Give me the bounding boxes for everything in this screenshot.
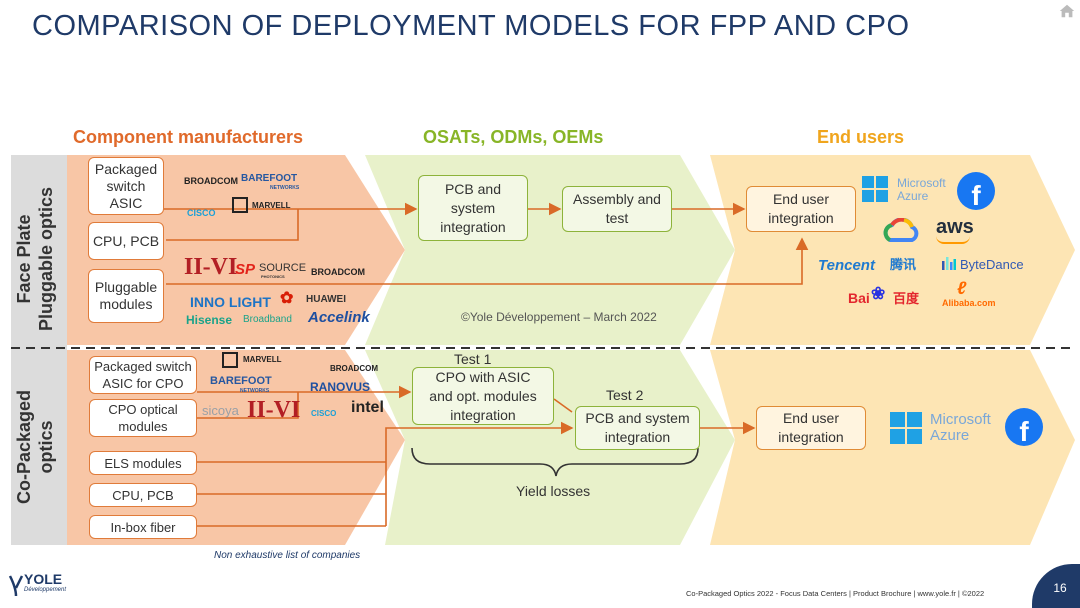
logo-hisense: Hisense <box>186 313 233 327</box>
logo-marvell-icon <box>232 197 248 213</box>
facebook-icon: f <box>957 172 995 210</box>
logo-accelink: Accelink <box>308 309 370 326</box>
cpo-box-cpo-asic-integration: CPO with ASIC and opt. modules integrati… <box>412 367 554 425</box>
logo-barefoot-networks-2: NETWORKS <box>240 388 270 394</box>
logo-barefoot-2: BAREFOOT <box>210 375 272 387</box>
logo-sp: SP <box>235 261 256 278</box>
home-icon[interactable] <box>1058 2 1076 20</box>
row-label-cpo-line2: optics <box>36 420 56 474</box>
column-header-component: Component manufacturers <box>73 127 304 147</box>
logo-azure-2: Azure <box>930 427 970 444</box>
logo-microsoft-icon <box>862 176 888 202</box>
cpo-end-band <box>710 350 1075 545</box>
logo-baidu-cn: 百度 <box>893 291 920 306</box>
logo-hisense-broadband: Broadband <box>243 314 292 325</box>
logo-ranovus: RANOVUS <box>310 380 371 394</box>
logo-baidu: Bai <box>848 290 870 306</box>
column-header-osat: OSATs, ODMs, OEMs <box>423 127 604 147</box>
logo-azure: Azure <box>897 189 929 203</box>
row-label-cpo: Co-Packaged optics <box>13 377 57 517</box>
logo-microsoft-icon-2 <box>890 412 922 444</box>
logo-alibaba-icon: ℓ <box>957 278 967 298</box>
test1-label: Test 1 <box>454 351 492 367</box>
footer-text: Co-Packaged Optics 2022 - Focus Data Cen… <box>686 589 985 598</box>
row-label-fpp-line2: Pluggable optics <box>36 186 56 332</box>
row-label-band <box>11 155 67 545</box>
logo-intel: intel <box>351 399 384 416</box>
logo-bytedance: ByteDance <box>960 257 1024 272</box>
logo-microsoft-2: Microsoft <box>930 411 991 428</box>
fpp-box-end-user-integration: End user integration <box>746 186 856 232</box>
logo-ii-vi: II-VI <box>184 254 238 280</box>
column-header-end-users: End users <box>817 127 905 147</box>
logo-barefoot: BAREFOOT <box>241 173 298 184</box>
fpp-connectors <box>163 202 809 285</box>
yield-brace <box>411 447 699 477</box>
page-title: COMPARISON OF DEPLOYMENT MODELS FOR FPP … <box>32 10 910 42</box>
facebook-icon-2: f <box>1005 408 1043 446</box>
cpo-connectors <box>197 385 756 527</box>
logo-huawei-icon: ✿ <box>280 290 294 307</box>
cpo-box-els-modules: ELS modules <box>89 451 197 475</box>
cpo-box-optical-modules: CPO optical modules <box>89 399 197 437</box>
fpp-box-assembly-test: Assembly and test <box>562 186 672 232</box>
yole-brand-sub: Développement <box>24 587 67 593</box>
logo-source-photonics: PHOTONICS <box>261 274 285 279</box>
logo-alibaba: Alibaba.com <box>942 298 996 308</box>
logo-tencent-cn: 腾讯 <box>890 257 917 272</box>
row-label-fpp: Face Plate Pluggable optics <box>13 169 57 349</box>
logo-cisco: CISCO <box>187 208 216 218</box>
logo-marvell-2: MARVELL <box>243 355 282 364</box>
logo-cisco-2: CISCO <box>311 409 337 418</box>
copyright-note: ©Yole Développement – March 2022 <box>461 310 657 324</box>
fpp-box-packaged-switch-asic: Packaged switch ASIC <box>88 157 164 215</box>
fpp-box-pluggable-modules: Pluggable modules <box>88 269 164 323</box>
google-cloud-icon <box>882 217 920 242</box>
fpp-box-pcb-system-integration: PCB and system integration <box>418 175 528 241</box>
logo-source: SOURCE <box>259 262 307 274</box>
logo-marvell: MARVELL <box>252 201 291 210</box>
cpo-box-inbox-fiber: In-box fiber <box>89 515 197 539</box>
logo-huawei: HUAWEI <box>306 294 346 305</box>
row-label-cpo-line1: Co-Packaged <box>14 389 34 505</box>
logo-broadcom: BROADCOM <box>184 176 238 186</box>
logo-broadcom-3: BROADCOM <box>330 364 378 373</box>
logo-bytedance-icon <box>942 257 956 271</box>
cpo-box-pcb-system-integration: PCB and system integration <box>575 406 700 450</box>
logo-barefoot-networks: NETWORKS <box>270 185 300 191</box>
logo-microsoft: Microsoft <box>897 176 946 190</box>
logo-tencent: Tencent <box>818 257 875 274</box>
yole-logo-icon <box>8 575 24 597</box>
cpo-box-end-user-integration: End user integration <box>756 406 866 450</box>
row-label-fpp-line1: Face Plate <box>14 214 34 304</box>
logo-sicoya: sicoya <box>202 403 239 418</box>
cpo-box-cpu-pcb: CPU, PCB <box>89 483 197 507</box>
yield-losses-label: Yield losses <box>516 483 591 499</box>
logo-aws-smile <box>936 236 970 244</box>
test2-label: Test 2 <box>606 387 644 403</box>
fpp-end-band <box>710 155 1075 345</box>
non-exhaustive-note: Non exhaustive list of companies <box>214 550 361 561</box>
logo-marvell-icon-2 <box>222 352 238 368</box>
logo-broadcom-2: BROADCOM <box>311 267 365 277</box>
logo-innolight: INNO LIGHT <box>190 294 271 310</box>
yole-logo: YOLE Développement <box>8 572 88 600</box>
logo-ii-vi-2: II-VI <box>247 397 301 423</box>
logo-aws: aws <box>936 216 974 238</box>
logo-baidu-paw-icon: ❀ <box>871 284 886 303</box>
yole-brand-name: YOLE <box>24 571 63 587</box>
page-number: 16 <box>1032 564 1080 608</box>
fpp-box-cpu-pcb: CPU, PCB <box>88 222 164 260</box>
cpo-box-packaged-switch-asic: Packaged switch ASIC for CPO <box>89 356 197 394</box>
